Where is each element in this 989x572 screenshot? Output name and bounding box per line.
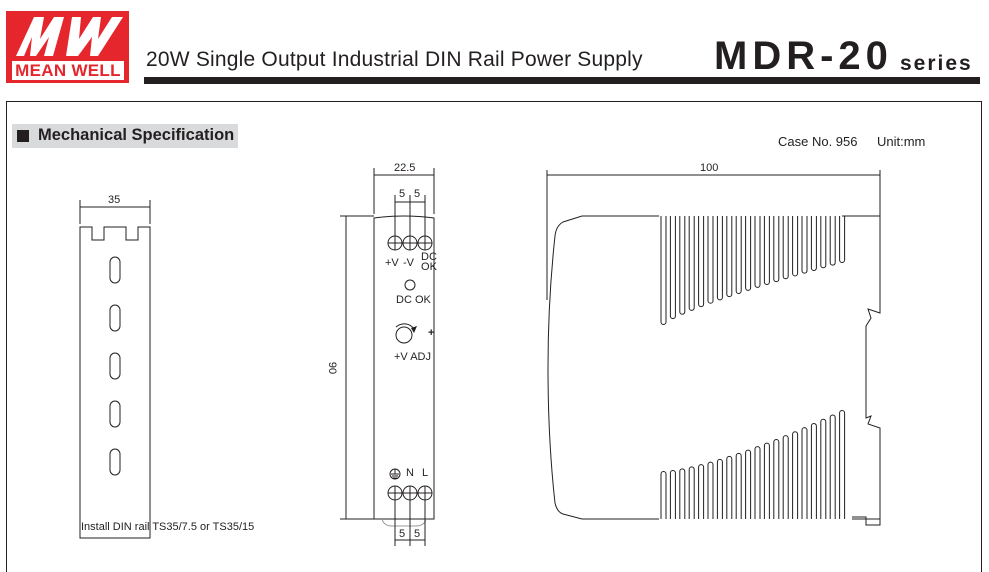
cooling-fin-top [688,216,695,311]
rail-slot [109,304,121,332]
din-rail-drawing [79,200,151,539]
rail-install-note: Install DIN rail TS35/7.5 or TS35/15 [81,521,255,533]
cooling-fin-top [801,216,808,274]
side-view-drawing [546,170,881,526]
terminal-screw-icon [417,485,433,501]
front-width-dim: 22.5 [394,162,416,174]
cooling-fin-bottom [773,438,780,519]
product-subtitle: 20W Single Output Industrial DIN Rail Po… [146,48,643,71]
cooling-fin-top [726,216,733,298]
header-rule [144,77,980,84]
logo-brand-text: MEAN WELL [12,61,124,80]
cooling-fin-bottom [801,427,808,519]
cooling-fin-top [698,216,705,308]
cooling-fin-top [839,216,846,263]
adj-plus-label: + [428,327,435,339]
terminal-screw-icon [387,235,403,251]
rail-slot [109,448,121,476]
cooling-fin-top [707,216,714,304]
mechanical-drawing [79,168,881,546]
cooling-fin-top [716,216,723,301]
cooling-fin-top [745,216,752,291]
cooling-fin-bottom [679,468,686,519]
cooling-fin-top [820,216,827,269]
section-title: Mechanical Specification [38,126,235,144]
cooling-fin-bottom [754,446,761,519]
model-name: MDR-20 [714,34,893,78]
led-label: DC OK [396,294,431,306]
cooling-fin-top [735,216,742,294]
pitch-bottom-2: 5 [414,528,421,540]
cooling-fin-bottom [829,414,836,519]
case-number: Case No. 956 [778,134,858,149]
rail-slot [109,400,121,428]
terminal-screw-icon [417,235,433,251]
unit-label: Unit:mm [877,134,926,149]
cooling-fin-top [669,216,676,320]
mean-well-logo: MEAN WELL [6,11,129,83]
cooling-fin-top [763,216,770,285]
section-heading: Mechanical Specification [12,124,238,148]
cooling-fin-bottom [716,458,723,519]
cooling-fin-bottom [707,461,714,519]
cooling-fin-bottom [688,466,695,519]
pitch-top-1: 5 [399,188,406,200]
terminal-label-n: N [406,467,414,479]
cooling-fin-top [810,216,817,271]
cooling-fin-bottom [792,431,799,519]
cooling-fin-top [829,216,836,266]
terminal-label-minus-v: -V [403,257,414,269]
content-frame [6,101,982,572]
cooling-fin-bottom [820,418,827,519]
terminal-screw-icon [402,485,418,501]
series-label: series [900,52,973,75]
cooling-fin-bottom [782,435,789,519]
cooling-fin-bottom [660,471,667,519]
rail-slot [109,352,121,380]
cooling-fin-top [792,216,799,277]
cooling-fin-bottom [745,449,752,519]
terminal-label-plus-v: +V [385,257,399,269]
front-view-drawing [340,168,435,546]
cooling-fin-top [754,216,761,288]
terminal-screw-icon [402,235,418,251]
front-height-dim: 90 [326,361,339,375]
terminal-label-dc-ok: DC OK [421,251,437,273]
cooling-fin-bottom [735,452,742,519]
mw-logo-mark [16,17,123,56]
cooling-fin-bottom [763,442,770,519]
cooling-fin-top [773,216,780,283]
pitch-bottom-1: 5 [399,528,406,540]
cooling-fin-bottom [698,464,705,519]
terminal-label-l: L [422,467,429,479]
cooling-fin-bottom [810,423,817,519]
pitch-top-2: 5 [414,188,421,200]
earth-ground-icon [389,468,401,480]
cooling-fin-bottom [669,470,676,519]
side-depth-dim: 100 [700,162,719,174]
bullet-square-icon [17,130,29,142]
terminal-screw-icon [387,485,403,501]
cooling-fin-bottom [839,410,846,519]
cooling-fin-top [782,216,789,280]
cooling-fin-top [679,216,686,315]
cooling-fin-bottom [726,455,733,519]
adj-label: +V ADJ [394,351,431,363]
rail-slot [109,256,121,284]
rail-width-dim: 35 [108,194,121,206]
cooling-fin-top [660,216,667,325]
